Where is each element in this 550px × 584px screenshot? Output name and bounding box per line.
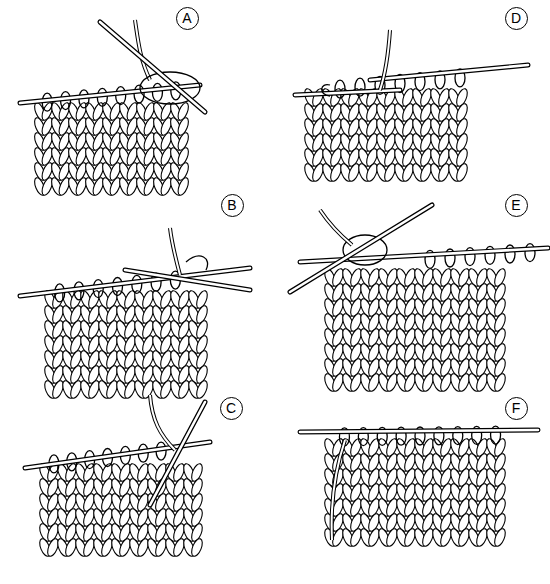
needle	[150, 402, 205, 505]
yarn	[170, 228, 180, 275]
needle	[290, 205, 432, 292]
turn-arrow	[186, 256, 208, 270]
panel-letter-circle: D	[505, 7, 528, 30]
needle	[290, 205, 432, 292]
panel-letter: B	[227, 198, 236, 212]
yarn	[135, 20, 150, 80]
panel-letter-circle: C	[220, 397, 243, 420]
yarn	[332, 440, 345, 540]
panel-letter-circle: F	[505, 397, 528, 420]
stitch	[492, 372, 507, 392]
yarn	[150, 395, 175, 450]
yarn	[150, 395, 175, 450]
yarn	[320, 210, 352, 245]
needle	[100, 22, 205, 112]
panel-letter: E	[511, 198, 520, 212]
needle	[20, 268, 250, 296]
yarn	[380, 30, 390, 90]
needle	[20, 268, 250, 296]
stitch	[189, 537, 204, 557]
panel-letter: F	[512, 401, 521, 415]
panel-letter-circle: E	[505, 194, 528, 217]
stitch	[492, 527, 507, 547]
panel-letter: A	[182, 11, 191, 25]
needle	[150, 402, 205, 505]
panel-letter: C	[226, 401, 236, 415]
panel-letter: D	[511, 11, 521, 25]
needle	[125, 270, 250, 290]
yarn	[332, 440, 345, 540]
needle	[300, 430, 538, 432]
yarn-arrow	[322, 85, 330, 96]
needle	[100, 22, 205, 112]
yarn	[320, 210, 352, 245]
panel-letter-circle: A	[176, 7, 199, 30]
needle	[125, 270, 250, 290]
needle	[295, 90, 400, 95]
needle-loop	[152, 83, 162, 101]
yarn	[170, 228, 180, 275]
needle	[295, 90, 400, 95]
stitch	[454, 162, 469, 182]
yarn	[380, 30, 390, 90]
needle	[300, 430, 538, 432]
needle	[370, 65, 528, 80]
stitch	[194, 379, 209, 399]
needle	[300, 248, 548, 262]
needle	[370, 65, 528, 80]
stitch	[176, 176, 191, 196]
panel-letter-circle: B	[221, 194, 244, 217]
needle	[300, 248, 548, 262]
yarn	[135, 20, 150, 80]
